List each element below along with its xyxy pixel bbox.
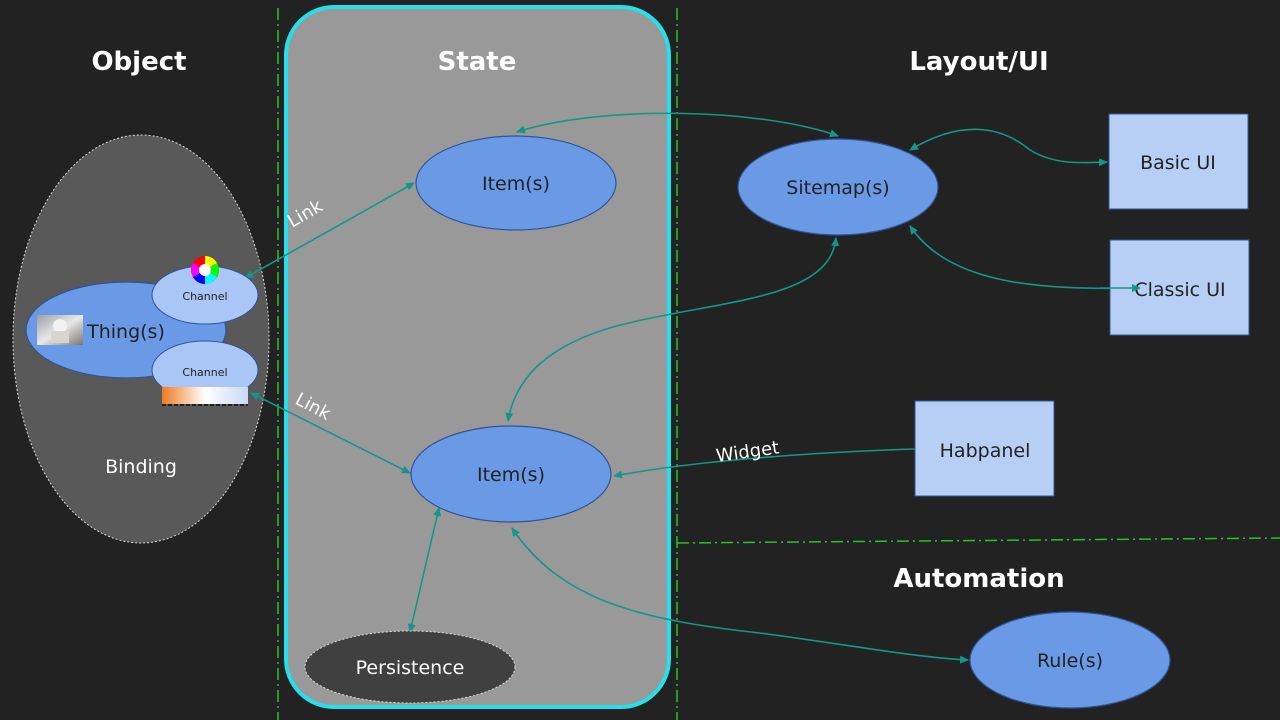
edge-item-top-sitemap xyxy=(516,112,839,138)
edge-item-rules xyxy=(511,527,969,664)
habpanel-label: Habpanel xyxy=(940,440,1031,462)
classic-ui-node[interactable]: Classic UI xyxy=(1109,239,1250,336)
widget-label: Widget xyxy=(715,437,781,467)
classic-ui-label: Classic UI xyxy=(1134,279,1225,301)
channel-bottom-label: Channel xyxy=(182,366,227,379)
persistence-node[interactable]: Persistence xyxy=(304,630,516,704)
basic-ui-node[interactable]: Basic UI xyxy=(1108,113,1249,210)
item-top-label: Item(s) xyxy=(482,173,550,195)
edge-sitemap-classic-ui xyxy=(909,225,1141,290)
color-wheel-icon xyxy=(191,256,219,284)
divider-layout-automation xyxy=(676,537,1280,544)
habpanel-node[interactable]: Habpanel xyxy=(914,400,1055,497)
heading-automation: Automation xyxy=(893,564,1064,594)
heading-object: Object xyxy=(91,47,186,77)
edge-link-top xyxy=(244,182,415,279)
item-bottom-label: Item(s) xyxy=(477,464,545,486)
binding-label: Binding xyxy=(105,456,177,478)
channel-node-top[interactable]: Channel xyxy=(151,265,259,325)
device-photo-icon xyxy=(37,315,83,345)
edge-sitemap-item-bottom xyxy=(505,237,840,422)
item-node-bottom[interactable]: Item(s) xyxy=(410,425,612,523)
thing-label: Thing(s) xyxy=(86,321,165,343)
sitemap-label: Sitemap(s) xyxy=(786,177,889,199)
color-temperature-gradient-icon xyxy=(162,387,248,406)
edge-item-persistence xyxy=(407,507,442,633)
edge-habpanel-item xyxy=(613,448,916,479)
sitemap-node[interactable]: Sitemap(s) xyxy=(737,138,939,236)
channel-top-label: Channel xyxy=(182,290,227,303)
edge-sitemap-basic-ui xyxy=(909,128,1108,167)
heading-state: State xyxy=(438,47,517,77)
edge-link-bottom xyxy=(250,392,411,474)
rules-node[interactable]: Rule(s) xyxy=(969,611,1171,709)
basic-ui-label: Basic UI xyxy=(1140,152,1216,174)
rules-label: Rule(s) xyxy=(1037,650,1103,672)
state-panel xyxy=(284,5,671,709)
item-node-top[interactable]: Item(s) xyxy=(415,135,617,231)
heading-layout: Layout/UI xyxy=(909,47,1048,77)
persistence-label: Persistence xyxy=(356,657,465,679)
